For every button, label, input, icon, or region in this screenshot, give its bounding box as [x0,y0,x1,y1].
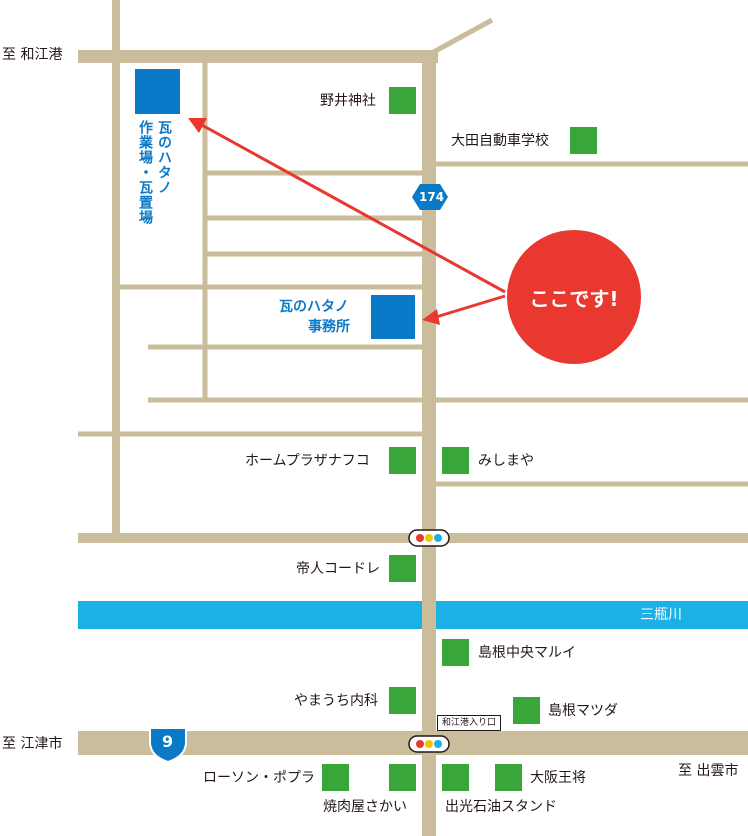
landmark-marui: 島根中央マルイ [478,645,576,661]
landmark-markers [322,87,597,791]
landmark-nojinja: 野井神社 [320,93,376,109]
pointer-arrows [188,118,506,325]
landmark-osaka-osho: 大阪王将 [530,770,586,786]
office-label-line2: 事務所 [308,319,350,335]
landmark-teijin: 帝人コードレ [296,561,380,577]
landmark-lawson: ローソン・ポプラ [203,770,315,786]
workshop-label-col2: 作業場・瓦置場 [137,120,153,225]
direction-wagoko: 至 和江港 [2,47,63,63]
river [78,601,748,629]
route-9-label: 9 [162,732,174,751]
office-label-line1: 瓦のハタノ [279,299,349,315]
here-marker: ここです! [507,230,641,364]
wagoko-entrance-sign: 和江港入り口 [437,715,501,731]
route-9-badge [149,727,187,764]
traffic-light-lower [408,735,450,753]
route-174-label: 174 [419,190,445,204]
traffic-light-upper [408,529,450,547]
landmark-ota-school: 大田自動車学校 [451,133,549,149]
landmark-mazda: 島根マツダ [548,703,618,719]
direction-izumo: 至 出雲市 [678,763,739,779]
landmark-home-plaza: ホームプラザナフコ [245,453,370,469]
office-marker [371,295,415,339]
river-label: 三瓶川 [640,607,682,623]
direction-gotsu: 至 江津市 [2,736,63,752]
secondary-roads [78,17,748,487]
route-174-badge [412,184,448,210]
landmark-yakiniku: 焼肉屋さかい [323,799,407,815]
here-label: ここです! [529,286,619,311]
workshop-label-col1: 瓦のハタノ [156,120,172,195]
workshop-marker [135,69,180,114]
landmark-yamauchi: やまうち内科 [294,693,378,709]
landmark-idemitsu: 出光石油スタンド [445,799,557,815]
landmark-mishimaya: みしまや [478,453,534,469]
